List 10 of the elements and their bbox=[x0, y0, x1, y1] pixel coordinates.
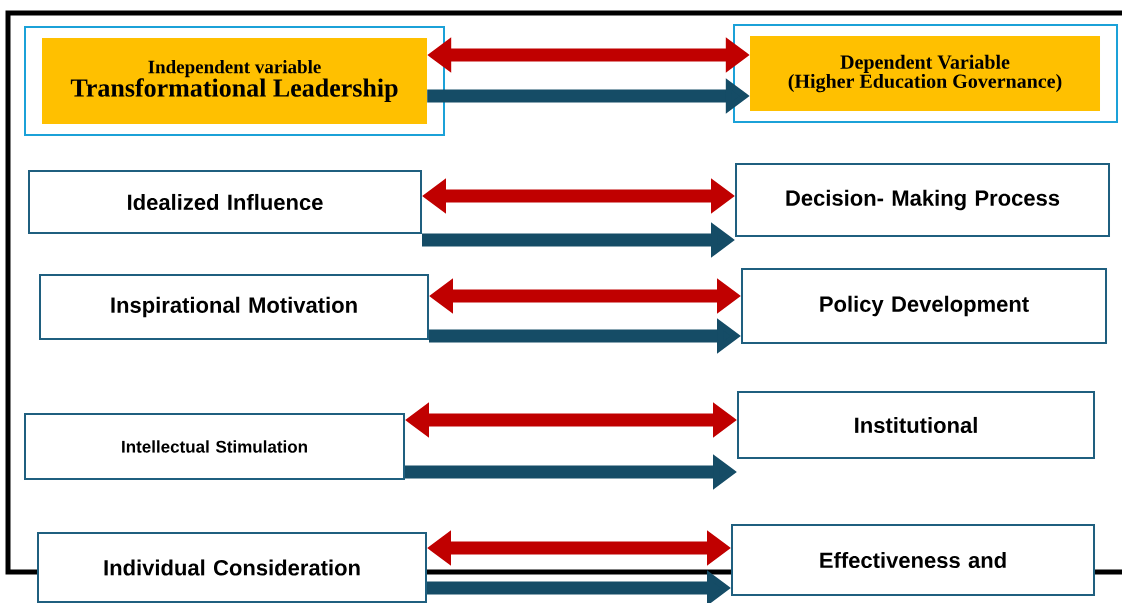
concept-box: Inspirational Motivation bbox=[39, 274, 429, 340]
variable-box: Dependent Variable (Higher Education Governance) bbox=[733, 24, 1118, 123]
concept-box: Individual Consideration bbox=[37, 532, 427, 603]
concept-box: Policy Development bbox=[741, 268, 1107, 344]
concept-box: Decision- Making Process bbox=[735, 163, 1110, 237]
concept-box: Institutional bbox=[737, 391, 1095, 459]
concept-box: Intellectual Stimulation bbox=[24, 413, 405, 480]
variable-box: Independent variable Transformational Leadership bbox=[24, 26, 445, 136]
concept-box: Idealized Influence bbox=[28, 170, 422, 234]
concept-box: Effectiveness and bbox=[731, 524, 1095, 596]
